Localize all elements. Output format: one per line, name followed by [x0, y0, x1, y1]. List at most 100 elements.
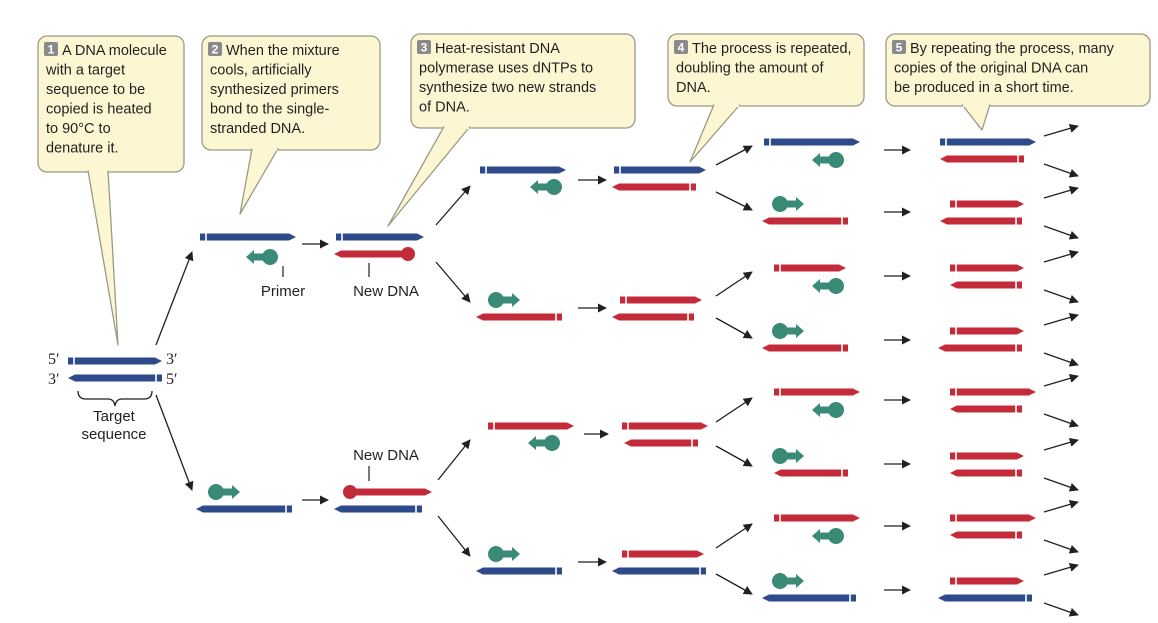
- template-strand: [196, 505, 292, 513]
- flow-arrow: [1043, 562, 1079, 576]
- new-strand: [612, 313, 694, 321]
- new-strand: [774, 388, 860, 396]
- target-label-line1: Target: [93, 408, 136, 425]
- three-prime-bottom-label: 3′: [48, 371, 60, 388]
- new-strand: [950, 469, 1022, 477]
- primer: [488, 546, 520, 562]
- callout-text-line: cools, artificially: [210, 63, 312, 79]
- callout-text-line: copied is heated: [46, 102, 152, 118]
- flow-arrow: [435, 261, 471, 303]
- template-strand: [612, 567, 706, 575]
- flow-arrow: [715, 397, 753, 423]
- template-strand: [200, 233, 296, 241]
- flow-arrow: [155, 251, 194, 346]
- callout-text-line: By repeating the process, many: [910, 41, 1115, 57]
- new-strand: [950, 452, 1024, 460]
- flow-arrow: [1043, 225, 1079, 240]
- flow-arrow: [1043, 499, 1079, 513]
- dna-strands: [68, 138, 1036, 602]
- new-strand: [950, 327, 1024, 335]
- template-strand: [762, 594, 856, 602]
- template-strand: [476, 567, 562, 575]
- primer: [772, 323, 804, 339]
- step-badge: [417, 40, 431, 54]
- primer-label: Primer: [261, 283, 305, 300]
- primer: [530, 179, 562, 195]
- flow-arrow: [1043, 312, 1079, 326]
- callout-text-line: with a target: [45, 63, 125, 79]
- primer: [772, 448, 804, 464]
- step-callout-5: 5 By repeating the process, many copies of…: [885, 33, 1151, 131]
- new-strand: [950, 281, 1022, 289]
- callout-text-line: Heat-resistant DNA: [435, 41, 560, 57]
- new-strand: [950, 531, 1022, 539]
- flow-arrow: [715, 145, 753, 166]
- flow-arrow: [1043, 539, 1079, 554]
- template-strand: [938, 594, 1032, 602]
- callout-text-line: to 90°C to: [46, 121, 111, 137]
- five-prime-bottom-label: 5′: [166, 371, 178, 388]
- flow-arrow: [715, 191, 753, 211]
- callout-text-line: The process is repeated,: [692, 41, 852, 57]
- template-strand: [68, 357, 162, 365]
- flow-arrow: [715, 523, 753, 549]
- new-strand: [774, 264, 846, 272]
- primer: [488, 292, 520, 308]
- new-strand: [762, 217, 848, 225]
- template-strand: [940, 138, 1036, 146]
- new-strand: [612, 183, 696, 191]
- callout-text-line: polymerase uses dNTPs to: [419, 61, 593, 77]
- flow-arrow: [1043, 249, 1079, 263]
- new-strand: [774, 469, 848, 477]
- primer: [772, 573, 804, 589]
- new-strand: [950, 388, 1036, 396]
- new-strand: [950, 577, 1024, 585]
- template-strand: [480, 166, 566, 174]
- new-dna-bottom-label: New DNA: [353, 447, 419, 464]
- step-callout-3: 3 Heat-resistant DNA polymerase uses dNTPs…: [387, 33, 636, 227]
- callout-text-line: denature it.: [46, 141, 119, 157]
- new-strand: [762, 344, 848, 352]
- step-number: 3: [421, 41, 428, 55]
- target-label-line2: sequence: [81, 426, 146, 443]
- primer: [812, 528, 844, 544]
- primer: [772, 196, 804, 212]
- step-number: 2: [212, 43, 219, 57]
- new-strand: [950, 200, 1024, 208]
- callout-text-line: copies of the original DNA can: [894, 61, 1088, 77]
- new-strand: [940, 217, 1022, 225]
- new-strand: [476, 313, 562, 321]
- flow-arrow: [437, 515, 471, 557]
- step-badge: [44, 42, 58, 56]
- step-number: 4: [678, 41, 685, 55]
- primer: [246, 249, 278, 265]
- flow-arrow: [1043, 602, 1079, 617]
- primer: [208, 484, 240, 500]
- callout-text-line: DNA.: [676, 80, 711, 96]
- callout-text-line: of DNA.: [419, 100, 470, 116]
- callout-text-line: synthesized primers: [210, 82, 339, 98]
- flow-arrow: [437, 439, 471, 481]
- step-badge: [892, 40, 906, 54]
- step-badge: [674, 40, 688, 54]
- flow-arrows: [155, 123, 1079, 617]
- step-number: 1: [48, 43, 55, 57]
- flow-arrow: [1043, 123, 1079, 137]
- step-number: 5: [896, 41, 903, 55]
- new-strand: [950, 405, 1022, 413]
- flow-arrow: [715, 445, 753, 467]
- new-strand: [620, 296, 702, 304]
- flow-arrow: [715, 271, 753, 297]
- flow-arrow: [155, 394, 194, 491]
- primer: [812, 402, 844, 418]
- flow-arrow: [1043, 413, 1079, 428]
- primer: [528, 435, 560, 451]
- template-strand: [614, 166, 706, 174]
- new-strand: [488, 422, 574, 430]
- new-strand: [938, 344, 1022, 352]
- target-bracket: [77, 390, 153, 407]
